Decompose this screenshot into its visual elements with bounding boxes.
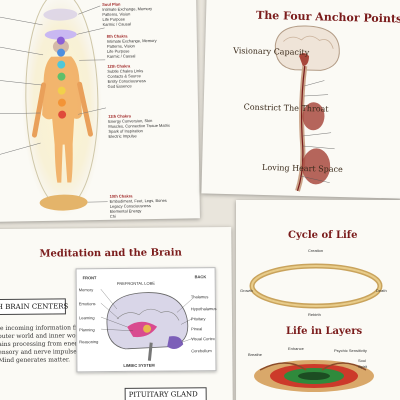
cycle-title: Cycle of Life xyxy=(288,230,358,241)
tenth-chakra-line: Chi xyxy=(109,213,116,219)
heart-chakra xyxy=(57,72,66,81)
brain-centers-box: H BRAIN CENTERS xyxy=(0,298,69,316)
nerve-branches xyxy=(299,80,335,183)
soul-plan-disc xyxy=(43,8,78,21)
emotions-label: Emotions xyxy=(78,301,96,307)
solar-plexus-chakra xyxy=(57,86,66,95)
eleventh-chakra-line: Electric Impulse xyxy=(108,133,137,139)
root-chakra xyxy=(58,110,67,119)
eighth-chakra-disc xyxy=(44,29,77,40)
sacral-chakra xyxy=(57,98,66,107)
arms xyxy=(31,81,93,138)
layer-label-spirit: Spirit xyxy=(358,364,368,369)
pituitary-gland-box: PITUITARY GLAND xyxy=(124,387,207,400)
earth-star-disc xyxy=(39,194,88,211)
chakra-figure xyxy=(0,0,108,217)
eighth-chakra-line: Karmic / Causal xyxy=(107,53,136,59)
meditation-brain-sheet: Meditation and the Brain H BRAIN CENTERS… xyxy=(0,226,233,400)
layer-label-enhance: Enhance xyxy=(288,346,304,351)
brain-sulci xyxy=(116,308,180,321)
brain-diagram xyxy=(100,289,194,361)
third-eye-chakra xyxy=(57,48,66,57)
meditation-brain-title: Meditation and the Brain xyxy=(39,247,182,260)
thalamus-region xyxy=(143,324,152,333)
heart-anchor xyxy=(302,148,331,185)
cycle-of-life-sheet: Cycle of Life Creation Death Rebirth Gro… xyxy=(236,200,400,400)
back-label: BACK xyxy=(194,274,207,280)
brain-body-line: Mind generates matter. xyxy=(0,356,71,365)
layers-title: Life in Layers xyxy=(286,326,363,337)
visual-cortex-label: Visual Cortex xyxy=(191,336,215,342)
diagram-leaders xyxy=(100,289,194,343)
cycle-figure xyxy=(249,263,383,392)
layer-label-soul: Soul xyxy=(358,358,367,363)
cerebellum-label: Cerebellum xyxy=(191,348,212,354)
ring-label-creation: Creation xyxy=(308,248,324,253)
reasoning-label: Reasoning xyxy=(79,339,99,345)
ring-label-death: Death xyxy=(376,288,387,293)
hypothalamus-label: Hypothalamus xyxy=(190,306,217,312)
memory-label: Memory xyxy=(78,287,94,293)
layer-arrow xyxy=(259,362,307,371)
twelfth-chakra-line: God Essence xyxy=(107,83,132,89)
throat-anchor xyxy=(302,102,325,131)
brain-stem xyxy=(147,342,153,361)
planning-label: Planning xyxy=(79,327,95,333)
brain-folds xyxy=(283,35,334,49)
layer-arrow xyxy=(321,362,367,371)
cycle-ring-highlight xyxy=(251,265,381,307)
learning-label: Learning xyxy=(78,315,95,321)
brain-core xyxy=(299,52,310,66)
limbic-label: LIMBIC SYSTEM xyxy=(123,362,155,368)
cerebellum-region xyxy=(167,336,184,350)
brain-spine-figure xyxy=(274,25,340,192)
anchor-points-sheet: The Four Anchor Points Visionary Capacit… xyxy=(201,0,400,199)
ring-label-growth: Growth xyxy=(240,288,253,293)
crown-chakra xyxy=(56,36,65,45)
pointer-lines xyxy=(0,5,108,203)
front-label: FRONT xyxy=(82,275,97,281)
layer-label-breathe: Breathe xyxy=(248,352,263,357)
soul-plan-line: Karmic / Causal xyxy=(102,21,131,27)
pituitary-gland-label: PITUITARY GLAND xyxy=(128,390,198,399)
pituitary-label: Pituitary xyxy=(190,316,206,322)
thalamus-label: Thalamus xyxy=(190,294,209,300)
pineal-label: Pineal xyxy=(191,326,203,332)
spinal-nerve xyxy=(296,65,306,192)
prefrontal-label: PREFRONTAL LOBE xyxy=(116,280,155,286)
brain-diagram-card: FRONT BACK PREFRONTAL LOBE LIMBIC SYSTEM… xyxy=(75,267,217,373)
layer-label-psychic: Psychic Sensitivity xyxy=(334,348,367,353)
chakra-sheet: Soul Plan Intimate Exchange, Memory Patt… xyxy=(0,0,200,222)
head xyxy=(52,39,69,54)
throat-chakra xyxy=(57,60,66,69)
brain-lobes xyxy=(106,292,189,350)
body-silhouette xyxy=(42,56,83,183)
brain-centers-label: H BRAIN CENTERS xyxy=(0,302,69,312)
core-layer xyxy=(298,372,330,380)
ring-label-rebirth: Rebirth xyxy=(308,312,321,317)
